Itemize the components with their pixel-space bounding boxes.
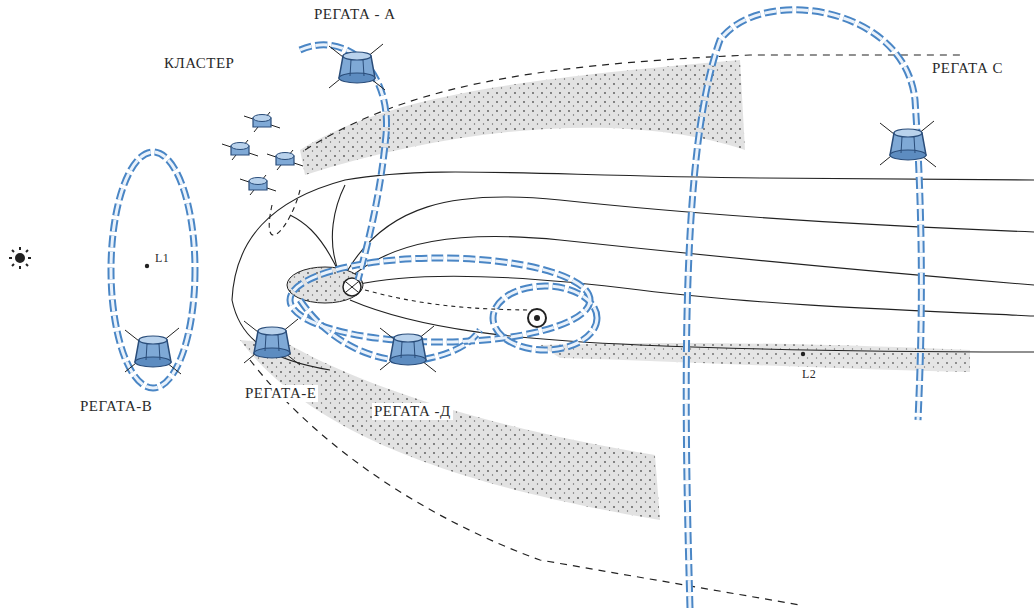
spacecraft-label: РЕГАТА - А: [312, 6, 398, 23]
spacecraft-label: РЕГАТА-Е: [243, 385, 318, 402]
spacecraft-label: РЕГАТА-В: [78, 398, 154, 415]
orbits: [111, 10, 921, 608]
field-lines: [232, 172, 1034, 370]
point-label: L2: [800, 368, 818, 381]
spacecraft-label: РЕГАТА -Д: [372, 403, 453, 420]
spacecraft-label: РЕГАТА С: [930, 60, 1005, 77]
spacecraft-label: КЛАСТЕР: [162, 55, 236, 72]
moon: [528, 309, 546, 327]
point-label: L1: [153, 252, 171, 265]
magnetosheath-lower: [240, 340, 660, 520]
spacecraft-icons: [125, 44, 936, 374]
plasma-sheet: [540, 343, 970, 372]
bow-shock: [250, 55, 965, 605]
lagrange-points: [145, 264, 805, 356]
sun-symbol: [9, 247, 31, 269]
